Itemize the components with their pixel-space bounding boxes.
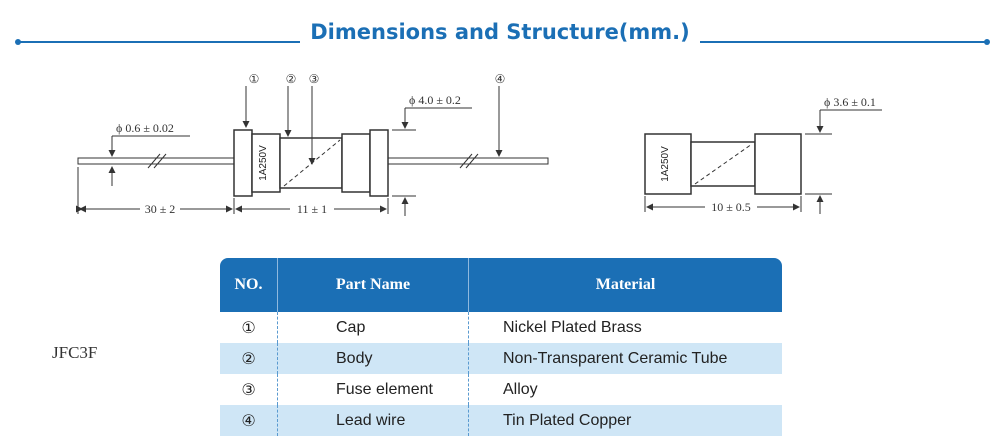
row-material: Tin Plated Copper: [468, 405, 782, 436]
page-title: Dimensions and Structure(mm.): [310, 20, 690, 44]
lead-diameter-label: ϕ 0.6 ± 0.02: [116, 121, 174, 135]
row-no: ④: [220, 405, 277, 436]
cartridge-fuse-element: [694, 143, 753, 185]
left-cap-flange: [233, 129, 253, 197]
header-no: NO.: [220, 258, 277, 312]
cap-diameter-label: ϕ 4.0 ± 0.2: [409, 93, 461, 107]
lead-length-label: 30 ± 2: [145, 202, 176, 216]
callout-2: ②: [286, 72, 297, 86]
table-row: ② Body Non-Transparent Ceramic Tube: [220, 343, 782, 374]
row-material: Nickel Plated Brass: [468, 312, 782, 343]
table-row: ④ Lead wire Tin Plated Copper: [220, 405, 782, 436]
row-no: ②: [220, 343, 277, 374]
right-cap-flange: [369, 129, 389, 197]
row-part-name: Cap: [277, 312, 468, 343]
callout-4: ④: [495, 72, 506, 86]
body-length-label: 11 ± 1: [297, 202, 327, 216]
header-divider-left: [15, 39, 300, 45]
row-part-name: Fuse element: [277, 374, 468, 405]
model-label: JFC3F: [52, 343, 98, 362]
header-part-name: Part Name: [277, 258, 468, 312]
row-material: Alloy: [468, 374, 782, 405]
left-lead-wire: [77, 157, 237, 165]
header-divider-right: [700, 39, 990, 45]
header-material: Material: [468, 258, 782, 312]
left-break-mark: [147, 153, 161, 169]
row-part-name: Lead wire: [277, 405, 468, 436]
axial-fuse-drawing: [76, 86, 549, 216]
table-row: ① Cap Nickel Plated Brass: [220, 312, 782, 343]
cartridge-fuse-drawing: [644, 109, 882, 214]
table-header-row: NO. Part Name Material: [220, 258, 782, 312]
right-cap: [341, 133, 371, 193]
cartridge-length-label: 10 ± 0.5: [711, 200, 751, 214]
right-break-mark: [459, 153, 473, 169]
table-row: ③ Fuse element Alloy: [220, 374, 782, 405]
row-part-name: Body: [277, 343, 468, 374]
row-no: ③: [241, 380, 256, 399]
dimension-drawing: ① ② ③ ④ ϕ 0.6 ± 0.02 ϕ 4.0 ± 0.2 30 ± 2 …: [76, 72, 882, 216]
cartridge-body: [690, 141, 756, 187]
row-material: Non-Transparent Ceramic Tube: [468, 343, 782, 374]
fuse2-marking: 1A250V: [660, 146, 671, 182]
callout-3: ③: [309, 72, 320, 86]
row-no: ①: [241, 318, 256, 337]
cartridge-diameter-label: ϕ 3.6 ± 0.1: [824, 95, 876, 109]
parts-table: NO. Part Name Material ① Cap Nickel Plat…: [220, 258, 782, 436]
cartridge-left-cap: [644, 133, 692, 195]
cartridge-right-cap: [754, 133, 802, 195]
callout-1: ①: [249, 72, 260, 86]
fuse1-marking: 1A250V: [258, 145, 269, 181]
